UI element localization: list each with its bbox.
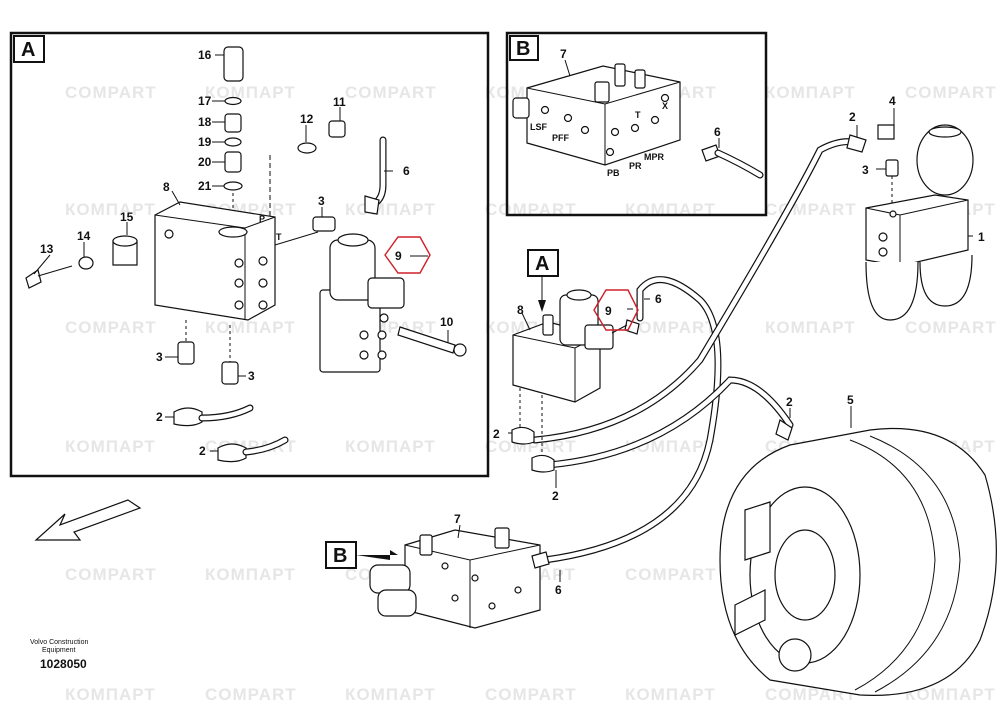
marker-b: B: [333, 545, 347, 567]
watermark-text: КОМПАРТ: [905, 685, 996, 704]
label-2-main-bottom: 2: [552, 489, 559, 503]
label-3-top: 3: [318, 194, 325, 208]
watermark-text: КОМПАРТ: [625, 685, 716, 704]
label-21: 21: [198, 179, 212, 193]
label-11: 11: [333, 95, 346, 109]
label-8-main: 8: [517, 303, 524, 317]
label-16: 16: [198, 48, 212, 62]
brand-line-1: Volvo Construction: [30, 639, 89, 646]
port-t: T: [276, 232, 282, 242]
label-2-main-left: 2: [493, 427, 500, 441]
detail-b-letter: B: [516, 38, 530, 60]
label-6-main-top: 6: [655, 292, 662, 306]
label-3-right: 3: [862, 163, 869, 177]
port-pff: PFF: [552, 133, 570, 143]
label-5: 5: [847, 393, 854, 407]
label-10: 10: [440, 315, 454, 329]
port-t-b: T: [635, 110, 641, 120]
label-1: 1: [978, 230, 985, 244]
port-lsf: LSF: [530, 122, 548, 132]
label-7-detail-b: 7: [560, 47, 567, 61]
watermark-text: COMPART: [765, 200, 857, 219]
drawing-number: 1028050: [40, 657, 87, 671]
watermark-text: COMPART: [905, 83, 997, 102]
label-2-lower: 2: [199, 444, 206, 458]
watermark-text: КОМПАРТ: [65, 685, 156, 704]
watermark-text: COMPART: [485, 685, 577, 704]
watermark-text: КОМПАРТ: [65, 437, 156, 456]
label-6-main-bottom: 6: [555, 583, 562, 597]
label-12: 12: [300, 112, 314, 126]
label-9-main: 9: [605, 304, 612, 318]
watermark-text: КОМПАРТ: [205, 565, 296, 584]
brand-line-2: Equipment: [42, 647, 76, 654]
port-mpr: MPR: [644, 152, 665, 162]
label-19: 19: [198, 135, 212, 149]
port-x: X: [662, 101, 668, 111]
main-assembly: A B 2 4 3 1 8 9 6 2 2 2 5 7 6: [34, 94, 997, 696]
marker-a: A: [535, 253, 549, 275]
label-3-right: 3: [248, 369, 255, 383]
watermark-text: COMPART: [905, 318, 997, 337]
label-8-detail-a: 8: [163, 180, 170, 194]
watermark-text: COMPART: [65, 83, 157, 102]
label-15: 15: [120, 210, 134, 224]
watermark-text: КОМПАРТ: [345, 200, 436, 219]
label-9-detail-a: 9: [395, 249, 402, 263]
watermark-text: КОМПАРТ: [345, 437, 436, 456]
label-6-detail-b: 6: [714, 125, 721, 139]
watermark-text: КОМПАРТ: [765, 83, 856, 102]
watermark-text: COMPART: [65, 318, 157, 337]
label-2-upper: 2: [156, 410, 163, 424]
label-18: 18: [198, 115, 212, 129]
label-4: 4: [889, 94, 896, 108]
watermark-text: КОМПАРТ: [345, 685, 436, 704]
label-7-main: 7: [454, 512, 461, 526]
port-p: P: [259, 214, 265, 224]
detail-a-letter: A: [21, 39, 35, 61]
watermark-text: КОМПАРТ: [765, 318, 856, 337]
label-3-left: 3: [156, 350, 163, 364]
detail-a: A: [9, 31, 490, 478]
watermark-text: COMPART: [65, 565, 157, 584]
label-2-right-top: 2: [849, 110, 856, 124]
watermark-text: COMPART: [625, 565, 717, 584]
watermark-text: COMPART: [205, 685, 297, 704]
port-pb: PB: [607, 168, 620, 178]
watermark-text: COMPART: [625, 318, 717, 337]
port-pr: PR: [629, 161, 642, 171]
label-13: 13: [40, 242, 54, 256]
label-2-main-right: 2: [786, 395, 793, 409]
watermark-text: КОМПАРТ: [65, 200, 156, 219]
watermark-text: КОМПАРТ: [205, 318, 296, 337]
label-14: 14: [77, 229, 91, 243]
label-17: 17: [198, 94, 212, 108]
detail-b: B 7 6 LSF PFF T X PB PR MPR: [505, 31, 768, 217]
watermark-text: КОМПАРТ: [205, 83, 296, 102]
label-20: 20: [198, 155, 212, 169]
watermark-text: COMPART: [485, 437, 577, 456]
label-6-detail-a: 6: [403, 164, 410, 178]
watermark-text: COMPART: [345, 83, 437, 102]
